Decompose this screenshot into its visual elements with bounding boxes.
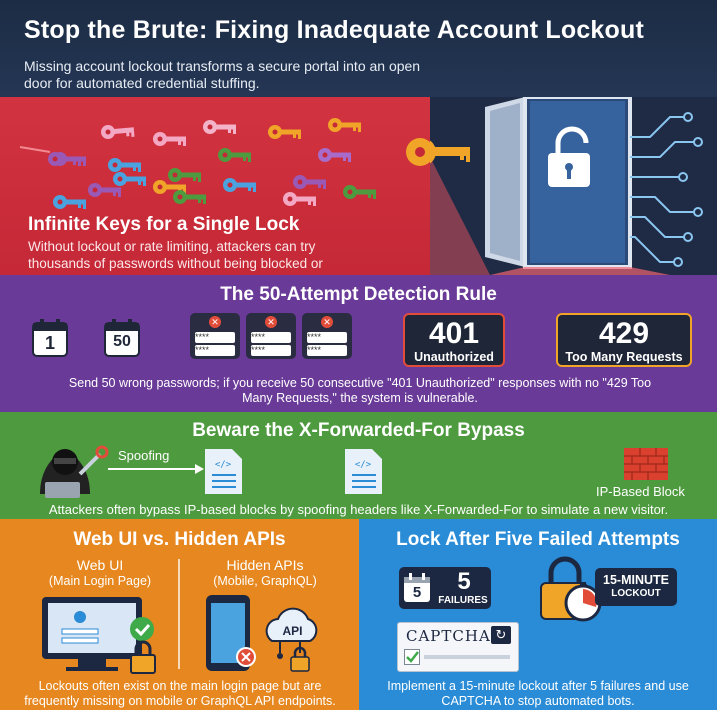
calendar-icon: 1 [32, 319, 68, 357]
monitor-icon [42, 597, 142, 671]
keys-section-title: Infinite Keys for a Single Lock [28, 214, 300, 235]
xff-section-description: Attackers often bypass IP-based blocks b… [48, 502, 669, 517]
wrench-icon [78, 445, 109, 476]
web-ui-label: Web UI [76, 557, 124, 573]
calendar-day-1: 1 [44, 333, 55, 353]
api-label: Hidden APIs [226, 557, 304, 573]
key-icon [19, 118, 376, 209]
calendar-icon: 50 [104, 319, 140, 357]
key-icon [430, 140, 470, 164]
captcha-text: CAPTCHA [406, 627, 491, 645]
phone-icon [206, 595, 250, 671]
circuit-icon [630, 112, 703, 267]
lockout-minutes: 15-MINUTE [603, 573, 669, 587]
error-icon [236, 647, 256, 667]
keys-section: Infinite Keys for a Single Lock Without … [0, 97, 717, 275]
padlock-icon [130, 640, 156, 674]
status-429-badge: 429 Too Many Requests [556, 313, 692, 367]
door-illustration [430, 97, 717, 275]
calendar-day-50: 50 [113, 333, 131, 350]
captcha-input-line [424, 655, 510, 659]
flying-keys-illustration [19, 118, 430, 209]
keys-section-description: Without lockout or rate limiting, attack… [28, 239, 323, 275]
section-divider [178, 559, 180, 669]
page-subtitle: Missing account lockout transforms a sec… [24, 58, 421, 91]
webui-vs-api-section: Web UI vs. Hidden APIs Web UI (Main Logi… [0, 519, 359, 710]
svg-text:✕: ✕ [323, 318, 331, 328]
calendar-icon: 5 [403, 573, 431, 603]
captcha-widget[interactable]: CAPTCHA ↻ [397, 622, 519, 672]
lockout-duration-badge: 15-MINUTE LOCKOUT [595, 568, 677, 606]
api-sublabel: (Mobile, GraphQL) [213, 574, 317, 588]
svg-text:✕: ✕ [267, 318, 275, 328]
code-file-icon: </> [205, 449, 242, 494]
brick-wall-icon [624, 448, 668, 480]
failures-count: 5 [457, 568, 471, 595]
xff-bypass-section: Beware the X-Forwarded-For Bypass </> </… [0, 412, 717, 519]
password-field-icon: ✕ **** **** [302, 313, 352, 359]
lockout-policy-section: Lock After Five Failed Attempts 5 5 FAIL… [359, 519, 717, 710]
rule-section-description: Send 50 wrong passwords; if you receive … [68, 376, 652, 405]
api-cloud-text: API [282, 624, 303, 638]
failures-badge: 5 5 FAILURES [399, 567, 491, 609]
large-key-icon [406, 138, 430, 166]
ip-block-label: IP-Based Block [596, 484, 685, 499]
svg-text:✕: ✕ [211, 318, 219, 328]
web-ui-sublabel: (Main Login Page) [48, 574, 152, 588]
password-field-icon: ✕ **** **** [246, 313, 296, 359]
svg-text:</>: </> [355, 460, 372, 470]
xff-section-title: Beware the X-Forwarded-For Bypass [192, 420, 525, 441]
captcha-checkbox[interactable] [404, 649, 420, 665]
spoofing-label: Spoofing [118, 448, 170, 463]
detection-rule-section: The 50-Attempt Detection Rule 1 50 ✕ ***… [0, 275, 717, 412]
code-file-icon: </> [345, 449, 382, 494]
svg-text:</>: </> [215, 460, 232, 470]
padlock-icon [290, 646, 310, 672]
lockout-label: LOCKOUT [611, 588, 661, 599]
webui-section-description: Lockouts often exist on the main login p… [24, 679, 336, 708]
padlock-icon [548, 126, 590, 187]
rule-section-title: The 50-Attempt Detection Rule [220, 284, 497, 305]
lockout-section-description: Implement a 15-minute lockout after 5 fa… [387, 679, 689, 708]
header: Stop the Brute: Fixing Inadequate Accoun… [0, 0, 717, 97]
webui-section-title: Web UI vs. Hidden APIs [73, 529, 286, 550]
arrow-icon [108, 464, 204, 474]
lockout-section-title: Lock After Five Failed Attempts [396, 529, 680, 550]
page-title: Stop the Brute: Fixing Inadequate Accoun… [24, 16, 644, 44]
status-401-badge: 401 Unauthorized [403, 313, 505, 367]
failures-label: FAILURES [438, 595, 488, 606]
checkmark-icon [130, 617, 154, 641]
hacker-icon [40, 449, 90, 498]
refresh-icon[interactable]: ↻ [491, 626, 511, 644]
password-field-icon: ✕ **** **** [190, 313, 240, 359]
